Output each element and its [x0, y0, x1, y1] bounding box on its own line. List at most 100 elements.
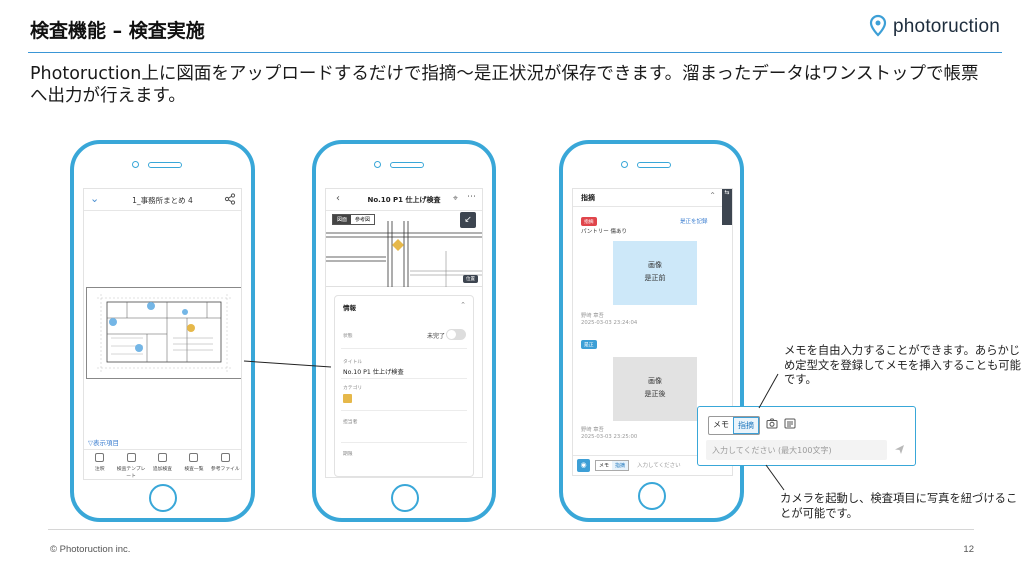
inspection-title: No.10 P1 仕上げ検査 — [367, 196, 441, 204]
status-toggle[interactable] — [446, 329, 466, 340]
before-photo[interactable]: 画像 是正前 — [613, 241, 697, 305]
show-items-link[interactable]: ▽表示項目 — [88, 439, 119, 447]
connector-line — [765, 464, 785, 491]
comment-bar: ◉ メモ 指摘 入力してください — [573, 455, 732, 475]
tab-drawing[interactable]: 図面 — [333, 215, 352, 224]
location-pin-icon[interactable]: ⌖ — [452, 194, 458, 204]
tab-reference[interactable]: 参考図 — [355, 217, 371, 223]
marker-pin[interactable] — [392, 239, 404, 251]
status-label: 状態 — [343, 334, 353, 339]
marker-pin[interactable] — [182, 309, 188, 315]
tab-issue[interactable]: 指摘 — [733, 417, 759, 434]
connector-line — [758, 373, 779, 409]
divider — [341, 378, 467, 379]
timestamp: 2025-03-03 23:24:04 — [581, 320, 638, 326]
divider — [341, 410, 467, 411]
timestamp: 2025-03-03 23:25:00 — [581, 434, 638, 440]
divider — [341, 442, 467, 443]
drawing-preview[interactable]: 図面 参考図 ↙ 位置 — [326, 211, 482, 287]
issue-description: パントリー 傷あり — [581, 229, 628, 235]
tab-issue[interactable]: 指摘 — [612, 461, 629, 470]
camera-icon[interactable] — [766, 418, 778, 429]
nav-add-inspection[interactable]: 追加検査 — [147, 450, 178, 479]
home-button — [638, 482, 666, 510]
annotation-icon — [95, 453, 105, 462]
marker-pin[interactable] — [147, 302, 155, 310]
category-label: カテゴリ — [343, 386, 363, 391]
info-card: 情報 ⌃ 状態 未完了 タイトル No.10 P1 仕上げ検査 カテゴリ 担当者… — [334, 295, 474, 477]
zoomed-comment-bar: メモ 指摘 入力してください (最大100文字) — [697, 406, 916, 466]
camera-callout: カメラを起動し、検査項目に写真を紐づけることが可能です。 — [780, 492, 1018, 520]
memo-callout: メモを自由入力することができます。あらかじめ定型文を登録してメモを挿入することも… — [784, 344, 1021, 386]
expand-icon[interactable]: ↙ — [460, 212, 476, 228]
assignee-label: 担当者 — [343, 420, 358, 425]
brand-logo: photoruction — [869, 14, 1000, 40]
category-color-swatch[interactable] — [343, 394, 352, 403]
fix-badge: 是正 — [581, 340, 597, 349]
issue-badge: 指摘 — [581, 217, 597, 226]
nav-annotation[interactable]: 注釈 — [84, 450, 115, 479]
speaker — [637, 162, 671, 168]
info-header: 情報 — [343, 304, 356, 312]
tab-memo[interactable]: メモ — [599, 463, 610, 469]
camera-dot — [621, 161, 628, 168]
camera-dot — [374, 161, 381, 168]
side-rail-button[interactable]: ⇆ — [722, 189, 732, 225]
camera-icon[interactable]: ◉ — [577, 459, 590, 472]
template-icon[interactable] — [784, 418, 796, 429]
floor-plan-drawing — [97, 294, 231, 372]
deadline-label: 期限 — [343, 452, 353, 457]
section-title: 指摘 — [581, 194, 595, 202]
floor-plan[interactable] — [86, 287, 241, 379]
tab-memo[interactable]: メモ — [713, 420, 729, 429]
phone-inspection-detail: ‹ No.10 P1 仕上げ検査 ⌖ ⋯ 図面 参考図 ↙ 位置 情報 ⌃ 状態… — [312, 140, 496, 522]
phone-drawing-view: ⌄ 1_事務所まとめ 4 ▽表示項目 — [70, 140, 255, 522]
speaker — [390, 162, 424, 168]
nav-template[interactable]: 検査テンプレート — [115, 450, 146, 479]
issue-screen: 指摘 ⌃ ⇆ 指摘 是正を記録 パントリー 傷あり 画像 是正前 野崎 章吾 2… — [572, 188, 733, 476]
nav-reference-files[interactable]: 参考ファイル — [210, 450, 241, 479]
bottom-nav: 注釈 検査テンプレート 追加検査 検査一覧 参考ファイル — [84, 449, 241, 479]
comment-input[interactable]: 入力してください (最大100文字) — [706, 440, 887, 460]
comment-input[interactable]: 入力してください — [637, 463, 681, 469]
speaker — [148, 162, 182, 168]
location-chip[interactable]: 位置 — [463, 275, 478, 283]
list-icon — [189, 453, 199, 462]
nav-inspection-list[interactable]: 検査一覧 — [178, 450, 209, 479]
template-icon — [126, 453, 136, 462]
slide-title: 検査機能 – 検査実施 — [30, 20, 205, 42]
more-icon[interactable]: ⋯ — [467, 192, 476, 202]
chevron-up-icon[interactable]: ⌃ — [460, 301, 466, 309]
back-icon[interactable]: ‹ — [336, 193, 340, 204]
drawing-tab-switch: 図面 参考図 — [332, 214, 376, 225]
author-name: 野崎 章吾 — [581, 427, 604, 433]
lead-text: Photoruction上に図面をアップロードするだけで指摘～是正状況が保存でき… — [30, 64, 979, 106]
comment-type-switch: メモ 指摘 — [595, 460, 630, 471]
share-icon[interactable] — [224, 193, 236, 205]
title-value[interactable]: No.10 P1 仕上げ検査 — [343, 369, 404, 376]
marker-pin[interactable] — [187, 324, 195, 332]
status-value: 未完了 — [426, 333, 445, 340]
drawing-header: ⌄ 1_事務所まとめ 4 — [84, 189, 241, 211]
drawing-title: 1_事務所まとめ 4 — [132, 196, 193, 205]
marker-pin[interactable] — [135, 344, 143, 352]
home-button — [149, 484, 177, 512]
chevron-up-icon[interactable]: ⌃ — [709, 191, 716, 200]
issue-section-header: 指摘 ⌃ — [573, 189, 722, 207]
page-number: 12 — [963, 544, 974, 555]
comment-type-switch: メモ 指摘 — [708, 416, 760, 435]
marker-pin[interactable] — [109, 318, 117, 326]
file-icon — [220, 453, 230, 462]
after-photo[interactable]: 画像 是正後 — [613, 357, 697, 421]
send-icon[interactable] — [894, 444, 905, 455]
detail-screen: ‹ No.10 P1 仕上げ検査 ⌖ ⋯ 図面 参考図 ↙ 位置 情報 ⌃ 状態… — [325, 188, 483, 478]
chevron-down-icon[interactable]: ⌄ — [90, 192, 100, 205]
copyright: © Photoruction inc. — [50, 544, 131, 555]
record-fix-link[interactable]: 是正を記録 — [680, 219, 708, 225]
divider — [341, 348, 467, 349]
camera-dot — [132, 161, 139, 168]
phone-issue-record: 指摘 ⌃ ⇆ 指摘 是正を記録 パントリー 傷あり 画像 是正前 野崎 章吾 2… — [559, 140, 744, 522]
logo-pin-icon — [869, 14, 887, 37]
brand-name: photoruction — [893, 16, 1000, 37]
detail-header: ‹ No.10 P1 仕上げ検査 ⌖ ⋯ — [326, 189, 482, 211]
